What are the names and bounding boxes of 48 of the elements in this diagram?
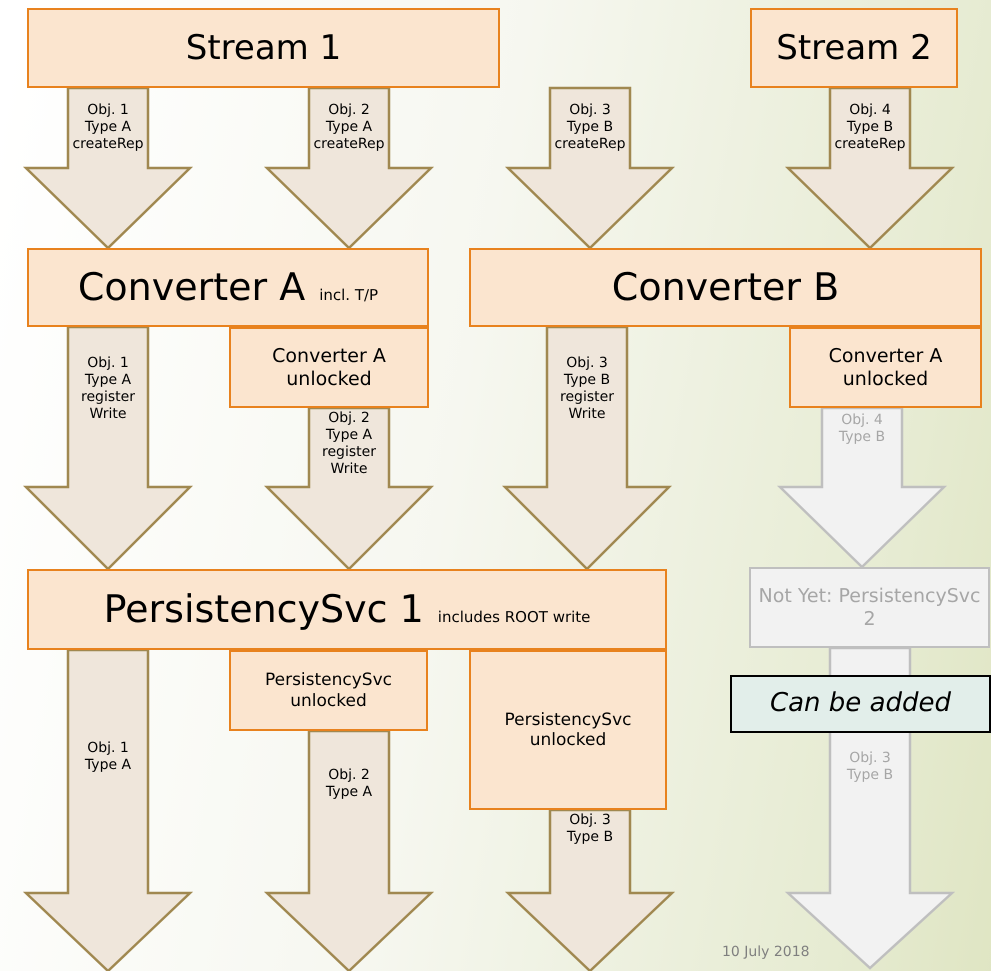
box-title: Stream 2	[776, 28, 932, 68]
box-subtitle: incl. T/P	[319, 286, 378, 304]
box-title: Can be added	[770, 688, 952, 720]
block-arrow	[784, 86, 956, 250]
box-title: Converter A unlocked	[828, 344, 944, 390]
edge-label: Obj. 3 Type B createRep	[553, 102, 627, 153]
edge-label: Obj. 4 Type B	[838, 412, 886, 446]
edge-label: Obj. 1 Type A register Write	[80, 355, 136, 423]
box-title: Converter A unlocked	[271, 344, 387, 390]
box-title: Converter A	[78, 264, 306, 310]
block-arrow	[264, 86, 434, 250]
block-arrow	[504, 86, 676, 250]
block-arrow	[22, 86, 194, 250]
edge-label: Obj. 2 Type A	[324, 767, 374, 801]
edge-label: Obj. 1 Type A	[84, 740, 132, 774]
process-box	[749, 567, 990, 648]
block-arrow	[264, 730, 434, 971]
process-box	[27, 8, 500, 88]
process-box	[27, 569, 667, 650]
box-subtitle: includes ROOT write	[438, 608, 590, 626]
edge-label: Obj. 2 Type A register Write	[321, 410, 377, 478]
box-title: Stream 1	[186, 28, 342, 68]
edge-label: Obj. 3 Type B	[846, 750, 894, 784]
process-box	[469, 248, 982, 327]
block-arrow	[264, 406, 434, 571]
date-label: 10 July 2018	[722, 944, 810, 960]
edge-label: Obj. 2 Type A createRep	[312, 102, 386, 153]
block-arrow	[776, 406, 948, 569]
block-arrow	[22, 648, 194, 971]
process-box	[229, 650, 428, 731]
block-arrow	[22, 326, 194, 571]
box-title: PersistencySvc unlocked	[503, 710, 633, 750]
block-arrow	[504, 808, 676, 971]
block-arrow	[502, 326, 672, 571]
process-box	[789, 327, 982, 408]
box-title: Not Yet: PersistencySvc 2	[758, 584, 982, 630]
process-box	[229, 327, 429, 408]
process-box	[469, 650, 667, 810]
edge-label: Obj. 3 Type B	[566, 812, 614, 846]
edge-label: Obj. 4 Type B createRep	[833, 102, 907, 153]
process-box	[750, 8, 958, 88]
box-title: Converter B	[612, 264, 840, 310]
edge-label: Obj. 3 Type B register Write	[559, 355, 615, 423]
box-title: PersistencySvc unlocked	[264, 670, 394, 711]
process-box	[27, 248, 429, 327]
box-title: PersistencySvc 1	[104, 586, 424, 632]
note-box	[730, 675, 991, 733]
edge-label: Obj. 1 Type A createRep	[71, 102, 145, 153]
